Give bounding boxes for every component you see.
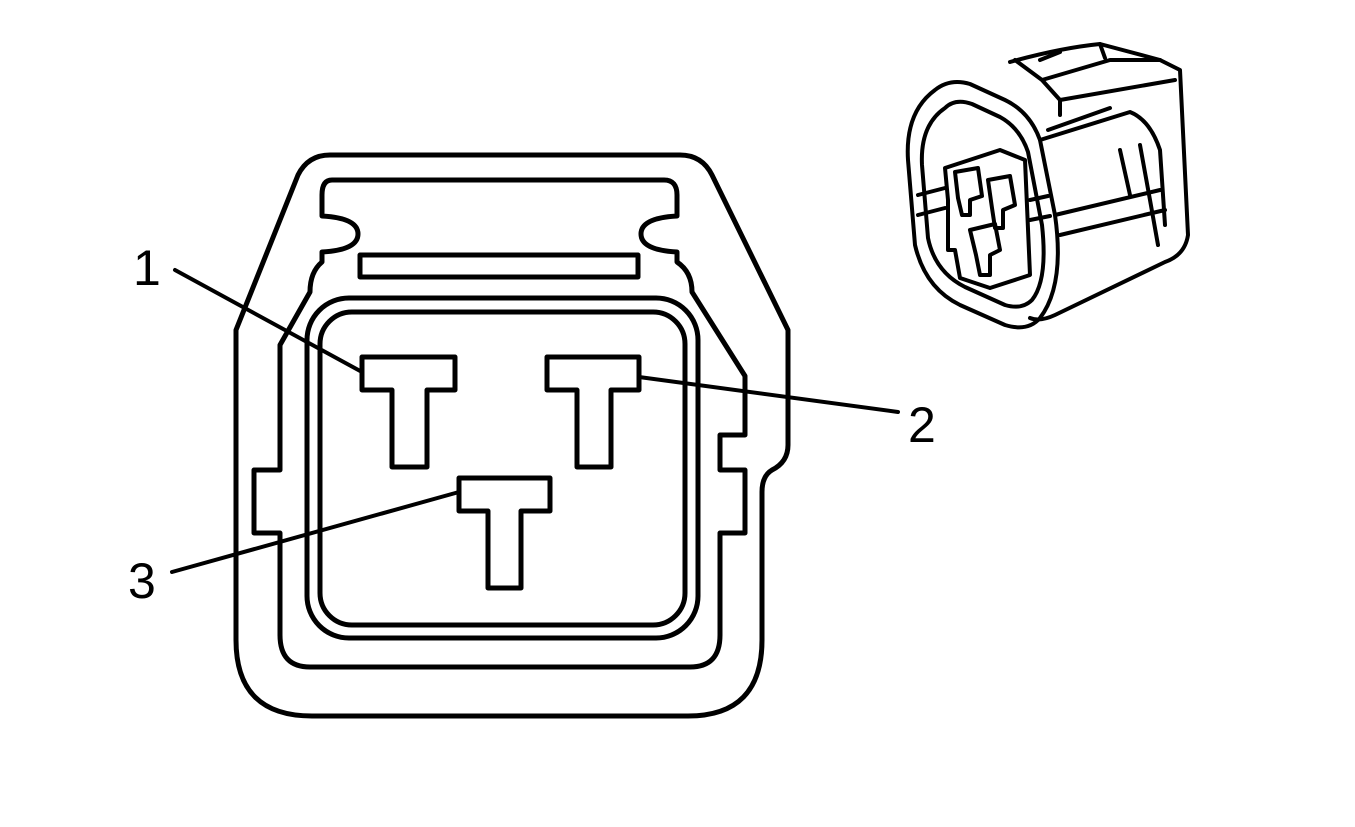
connector-lock-ramp bbox=[1013, 42, 1177, 117]
connector-terminal-slot-a bbox=[953, 166, 984, 217]
callout-3: 3 bbox=[128, 553, 156, 609]
connector-rear-body bbox=[1008, 42, 1190, 322]
callout-1: 1 bbox=[133, 240, 161, 296]
leader-line-2 bbox=[637, 375, 900, 414]
terminal-1 bbox=[359, 354, 458, 470]
cavity-seal-inner bbox=[317, 309, 688, 628]
connector-terminal-slot-b bbox=[986, 174, 1017, 230]
leader-line-3 bbox=[170, 490, 461, 574]
inner-housing-contour bbox=[251, 177, 748, 670]
latch-bar bbox=[357, 252, 641, 280]
terminal-2 bbox=[544, 354, 642, 470]
connector-terminal-slot-c bbox=[968, 222, 1002, 277]
connector-face bbox=[233, 152, 791, 719]
connector-front-frame bbox=[905, 80, 1060, 330]
connector-3d-view bbox=[905, 42, 1190, 330]
connector-front-ledges bbox=[916, 186, 1052, 222]
outer-housing bbox=[233, 152, 791, 719]
connector-side-ribs bbox=[1038, 106, 1167, 247]
cavity-seal-outer bbox=[304, 295, 701, 641]
callout-2: 2 bbox=[908, 397, 936, 453]
connector-front-inner bbox=[919, 99, 1046, 309]
connector-terminal-block bbox=[943, 148, 1032, 290]
terminal-3 bbox=[456, 475, 553, 591]
leader-line-1 bbox=[173, 268, 364, 374]
